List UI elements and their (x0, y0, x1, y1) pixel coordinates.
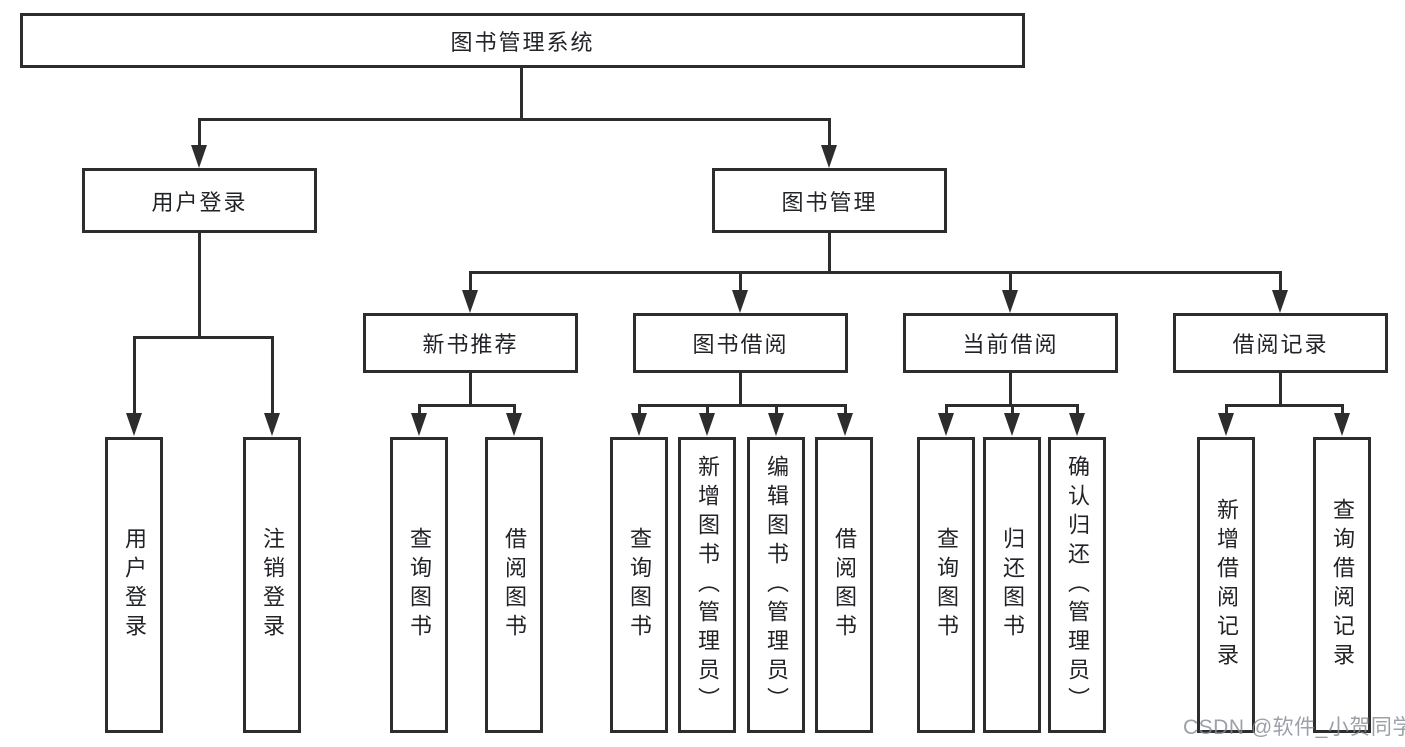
connector-line (1279, 373, 1282, 406)
connector-line (775, 404, 778, 414)
connector-line (945, 404, 948, 414)
node-book-management-module: 图书管理 (712, 168, 947, 233)
arrow-down-icon (1004, 413, 1020, 436)
node-label: 归还图书 (1000, 527, 1025, 643)
node-label: 借阅图书 (832, 527, 857, 643)
connector-line (520, 66, 523, 118)
node-borrow-books-borrowing: 借阅图书 (815, 437, 873, 733)
arrow-down-icon (1218, 413, 1234, 436)
node-label: 注销登录 (260, 527, 285, 643)
node-label: 查询图书 (627, 527, 652, 643)
node-query-borrow-record: 查询借阅记录 (1313, 437, 1371, 733)
connector-line (133, 336, 136, 414)
node-return-books: 归还图书 (983, 437, 1041, 733)
arrow-down-icon (821, 145, 837, 168)
connector-line (271, 336, 274, 414)
node-label: 查询借阅记录 (1330, 498, 1355, 672)
connector-line (1279, 271, 1282, 293)
arrow-down-icon (631, 413, 647, 436)
connector-line (638, 404, 641, 414)
node-add-borrow-record: 新增借阅记录 (1197, 437, 1255, 733)
node-book-borrowing: 图书借阅 (633, 313, 848, 373)
connector-line (1341, 404, 1344, 414)
connector-line (1011, 404, 1014, 414)
node-label: 编辑图书（管理员） (764, 454, 789, 716)
arrow-down-icon (768, 413, 784, 436)
arrow-down-icon (126, 413, 142, 436)
connector-line (1009, 373, 1012, 406)
node-query-books-recommend: 查询图书 (390, 437, 448, 733)
arrow-down-icon (837, 413, 853, 436)
arrow-down-icon (699, 413, 715, 436)
node-query-books-current: 查询图书 (917, 437, 975, 733)
connector-line (844, 404, 847, 414)
node-label: 查询图书 (934, 527, 959, 643)
connector-line (739, 271, 742, 293)
connector-line (1009, 271, 1012, 293)
arrow-down-icon (462, 290, 478, 313)
connector-line (198, 233, 201, 338)
node-edit-books-admin: 编辑图书（管理员） (747, 437, 805, 733)
connector-line (469, 373, 472, 406)
arrow-down-icon (506, 413, 522, 436)
node-label: 确认归还（管理员） (1065, 454, 1090, 716)
connector-line (198, 118, 831, 121)
node-user-login-module: 用户登录 (82, 168, 317, 233)
node-label: 查询图书 (407, 527, 432, 643)
connector-line (828, 118, 831, 148)
node-label: 借阅记录 (1232, 332, 1329, 357)
node-label: 新增借阅记录 (1214, 498, 1239, 672)
node-label: 用户登录 (151, 189, 248, 215)
node-query-books-borrowing: 查询图书 (610, 437, 668, 733)
arrow-down-icon (1272, 290, 1288, 313)
connector-line (418, 404, 421, 414)
node-add-books-admin: 新增图书（管理员） (678, 437, 736, 733)
node-label: 当前借阅 (962, 332, 1059, 357)
node-label: 图书借阅 (692, 332, 789, 357)
connector-line (198, 118, 201, 148)
node-logout-action: 注销登录 (243, 437, 301, 733)
node-label: 新增图书（管理员） (695, 454, 720, 716)
arrow-down-icon (732, 290, 748, 313)
connector-line (739, 373, 742, 406)
node-label: 图书管理 (781, 189, 878, 215)
connector-line (418, 404, 516, 407)
connector-line (1076, 404, 1079, 414)
connector-line (828, 233, 831, 274)
connector-line (469, 271, 472, 293)
node-label: 借阅图书 (502, 527, 527, 643)
arrow-down-icon (1334, 413, 1350, 436)
connector-line (469, 271, 1282, 274)
connector-line (513, 404, 516, 414)
node-user-login-action: 用户登录 (105, 437, 163, 733)
arrow-down-icon (264, 413, 280, 436)
node-confirm-return-admin: 确认归还（管理员） (1048, 437, 1106, 733)
node-new-book-recommendation: 新书推荐 (363, 313, 578, 373)
node-library-management-system: 图书管理系统 (20, 13, 1025, 68)
node-current-borrowing: 当前借阅 (903, 313, 1118, 373)
node-borrow-books-recommend: 借阅图书 (485, 437, 543, 733)
node-label: 图书管理系统 (450, 29, 595, 55)
arrow-down-icon (411, 413, 427, 436)
connector-line (1225, 404, 1344, 407)
arrow-down-icon (1002, 290, 1018, 313)
connector-line (133, 336, 274, 339)
watermark: CSDN @软件_小贺同学 (1183, 716, 1405, 739)
node-borrowing-records: 借阅记录 (1173, 313, 1388, 373)
arrow-down-icon (938, 413, 954, 436)
node-label: 新书推荐 (422, 332, 519, 357)
connector-line (1225, 404, 1228, 414)
arrow-down-icon (191, 145, 207, 168)
connector-line (706, 404, 709, 414)
arrow-down-icon (1069, 413, 1085, 436)
connector-line (638, 404, 847, 407)
node-label: 用户登录 (122, 527, 147, 643)
